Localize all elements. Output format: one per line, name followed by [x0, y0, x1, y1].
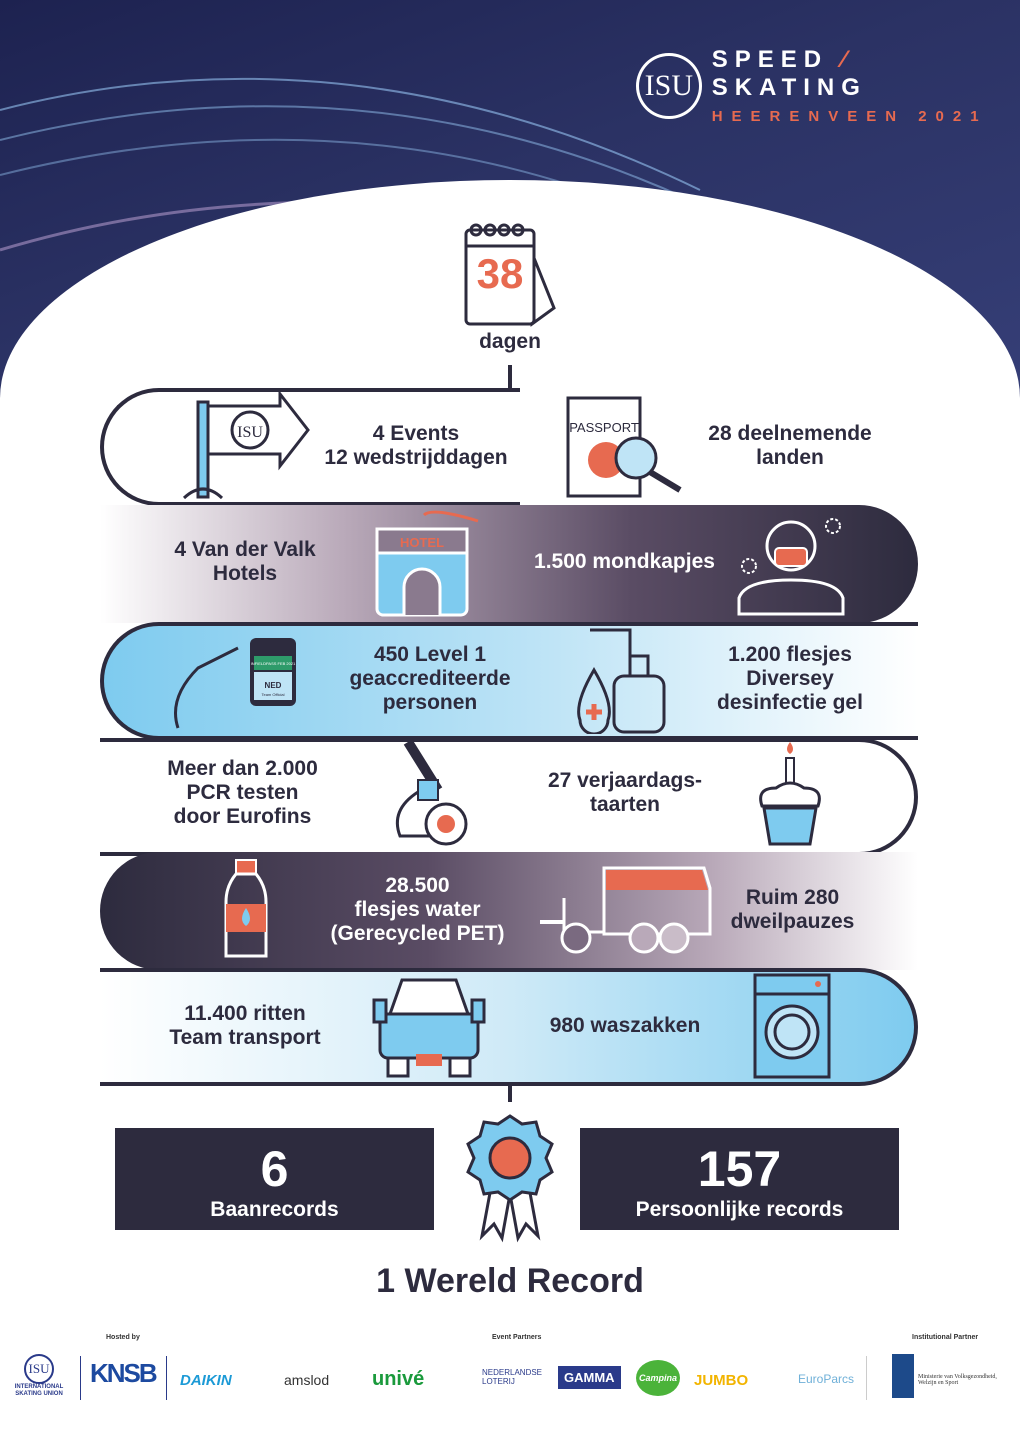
cupcake-icon: [759, 742, 821, 846]
svg-text:HOTEL: HOTEL: [400, 535, 444, 550]
passport-icon: PASSPORT: [566, 396, 682, 498]
days-label: dagen: [479, 330, 541, 353]
personal-records-value: 157: [697, 1141, 782, 1197]
stat-cakes: 27 verjaardags- taarten: [547, 769, 703, 816]
connector-line: [508, 365, 512, 391]
stat-water: 28.500 flesjes water (Gerecycled PET): [330, 874, 505, 945]
stat-resurfacing: Ruim 280 dweilpauzes: [730, 886, 855, 933]
partner-logos: Hosted by Event Partners Institutional P…: [0, 1330, 1020, 1420]
stat-accredited: 450 Level 1 geaccrediteerde personen: [349, 643, 511, 714]
partner-daikin: DAIKIN: [180, 1372, 232, 1389]
partner-nederlandse-loterij: NEDERLANDSE LOTERIJ: [482, 1368, 543, 1386]
speed-skating-logo: ISU SPEED ⁄ SKATING HEERENVEEN 2021: [636, 46, 1020, 125]
svg-text:NED: NED: [265, 681, 282, 690]
ministry-logo: [892, 1354, 914, 1398]
logo-speed: SPEED: [711, 46, 829, 73]
microscope-icon: [395, 740, 468, 846]
partner-unive: univé: [372, 1368, 425, 1390]
band-3: [100, 622, 918, 740]
connector-line: [508, 1082, 512, 1102]
stat-transport: 11.400 ritten Team transport: [169, 1002, 321, 1049]
face-mask-icon: [737, 518, 845, 616]
personal-records-box: 157 Persoonlijke records: [580, 1128, 899, 1230]
isu-footer-logo: ISU INTERNATIONAL SKATING UNION: [10, 1354, 68, 1398]
skater-icon: ⁄: [828, 46, 853, 73]
car-icon: [372, 978, 486, 1078]
ministry-name: Ministerie van Volksgezondheid, Welzijn …: [918, 1374, 997, 1386]
stat-hotels: 4 Van der Valk Hotels: [174, 538, 316, 585]
calendar-icon: [464, 223, 556, 327]
logo-location: HEERENVEEN 2021: [711, 108, 988, 125]
partner-campina: Campina: [636, 1360, 680, 1396]
personal-records-label: Persoonlijke records: [635, 1198, 844, 1221]
partner-gamma: GAMMA: [558, 1366, 621, 1389]
event-partners-label: Event Partners: [492, 1334, 542, 1341]
partner-jumbo: JUMBO: [694, 1372, 749, 1389]
stat-pcr: Meer dan 2.000 PCR testen door Eurofins: [167, 757, 318, 828]
washing-machine-icon: [753, 973, 831, 1079]
ice-resurfacer-icon: [540, 866, 712, 954]
stat-countries: 28 deelnemende landen: [708, 422, 872, 469]
institutional-partner-label: Institutional Partner: [912, 1334, 979, 1341]
svg-text:INFIELDPASS FEB 2021: INFIELDPASS FEB 2021: [251, 661, 296, 666]
days-number: 38: [476, 250, 524, 297]
stat-events: 4 Events 12 wedstrijddagen: [324, 422, 508, 469]
track-records-box: 6 Baanrecords: [115, 1128, 434, 1230]
stat-masks: 1.500 mondkapjes: [534, 550, 715, 573]
svg-text:PASSPORT: PASSPORT: [569, 420, 639, 435]
logo-skating: SKATING: [711, 74, 867, 101]
hosted-by-label: Hosted by: [106, 1334, 140, 1341]
world-record: 1 Wereld Record: [376, 1262, 644, 1300]
isu-signpost-icon: ISU: [182, 392, 310, 500]
band-1: [100, 388, 520, 506]
sanitizer-icon: [577, 628, 666, 734]
stat-sanitizer: 1.200 flesjes Diversey desinfectie gel: [717, 643, 863, 714]
partner-europarcs: EuroParcs: [798, 1372, 855, 1386]
knsb-logo: KNSB: [90, 1358, 158, 1388]
isu-logo: ISU: [636, 52, 702, 119]
track-records-value: 6: [260, 1141, 289, 1197]
partner-amslod: amslod: [284, 1372, 330, 1388]
svg-text:ISU: ISU: [237, 424, 263, 441]
medal-icon: [466, 1114, 554, 1243]
track-records-label: Baanrecords: [210, 1198, 339, 1221]
water-bottle-icon: [224, 859, 268, 958]
hotel-icon: HOTEL: [375, 510, 479, 617]
svg-text:Team Official: Team Official: [261, 692, 284, 697]
stat-laundry: 980 waszakken: [549, 1014, 701, 1037]
accreditation-badge-icon: INFIELDPASS FEB 2021 NED Team Official: [174, 638, 296, 729]
